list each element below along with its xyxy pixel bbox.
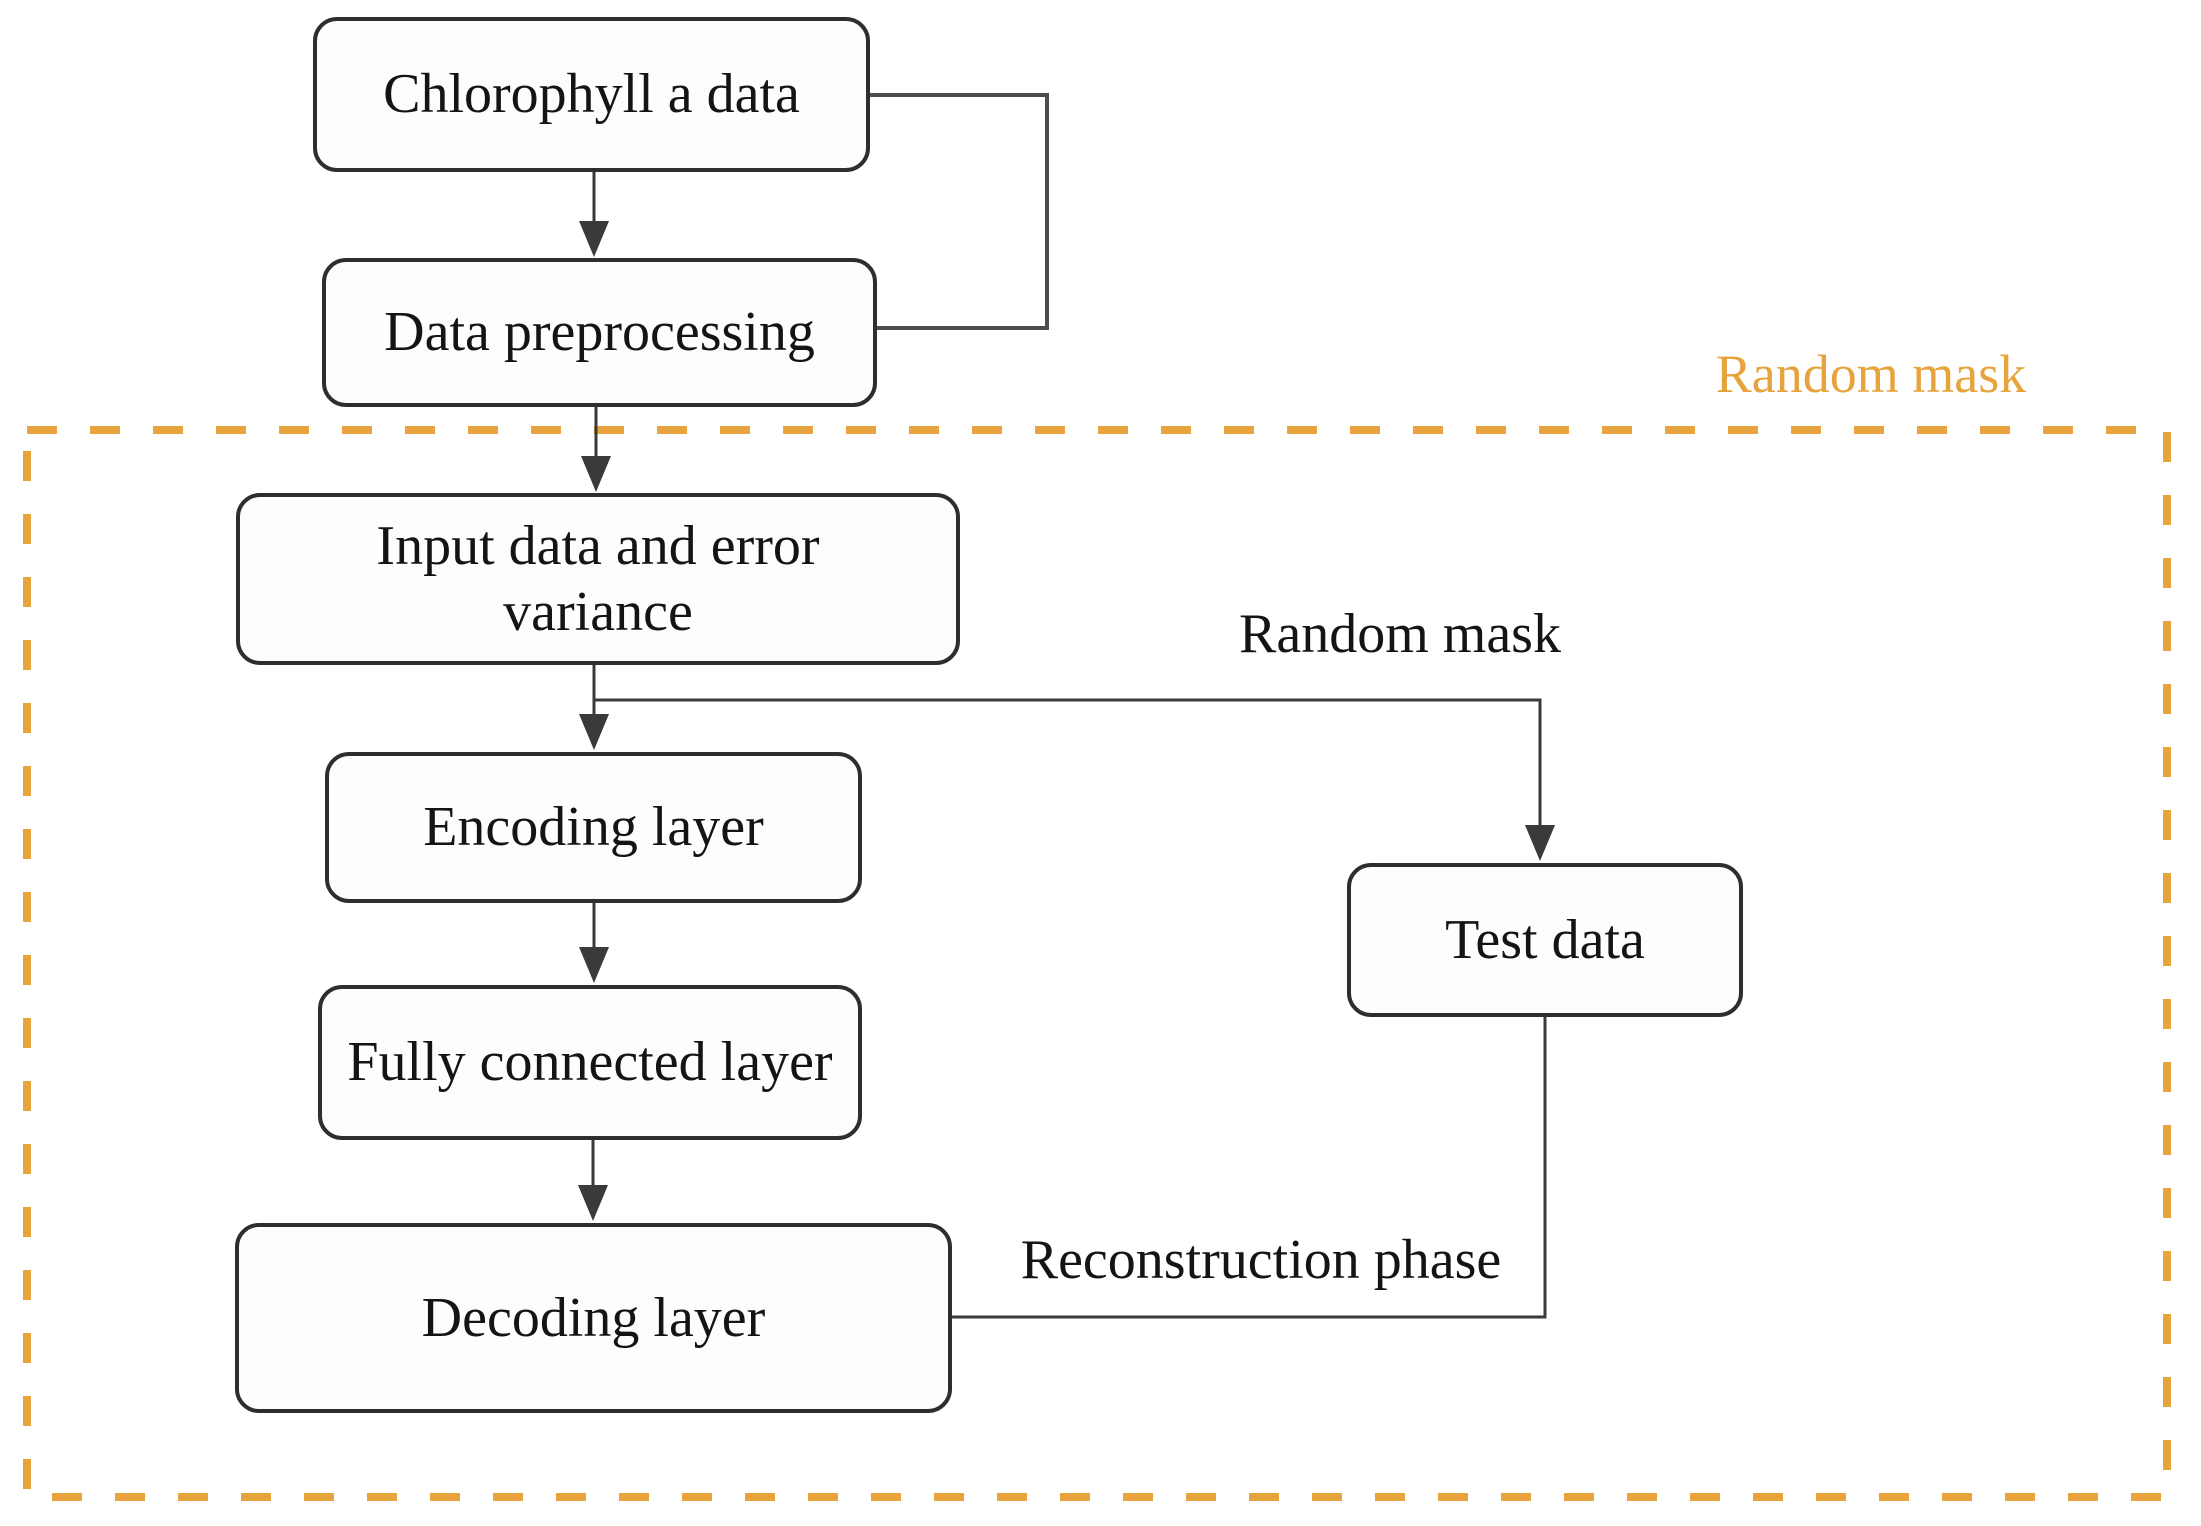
- arrowhead-encoding: [579, 714, 609, 750]
- random-mask-edge-label: Random mask: [1239, 603, 1561, 665]
- connector-chlorophyll-loop: [870, 93, 1049, 330]
- connector-randommask-testdata: [594, 698, 1542, 828]
- node-data-preprocessing: Data preprocessing: [322, 258, 877, 407]
- node-label: Input data and error variance: [376, 514, 820, 643]
- arrowhead-fully: [579, 947, 609, 983]
- node-label: Encoding layer: [423, 796, 764, 859]
- node-encoding-layer: Encoding layer: [325, 752, 862, 903]
- connector-reconstruction-phase: [952, 1017, 1547, 1319]
- node-test-data: Test data: [1347, 863, 1743, 1017]
- arrowhead-decoding: [578, 1185, 608, 1221]
- random-mask-region-label: Random mask: [1715, 344, 2027, 404]
- node-input-data-and-error-variance: Input data and error variance: [236, 493, 960, 665]
- node-label: Test data: [1445, 908, 1645, 971]
- node-label: Fully connected layer: [347, 1031, 833, 1094]
- node-decoding-layer: Decoding layer: [235, 1223, 952, 1413]
- node-label: Chlorophyll a data: [383, 63, 800, 126]
- arrowhead-testdata: [1525, 825, 1555, 861]
- node-label: Data preprocessing: [384, 301, 815, 364]
- node-label: Decoding layer: [421, 1286, 766, 1349]
- reconstruction-phase-edge-label: Reconstruction phase: [1020, 1229, 1502, 1291]
- arrowhead-input: [581, 456, 611, 492]
- random-mask-region-border: [23, 426, 2171, 1501]
- node-chlorophyll-a-data: Chlorophyll a data: [313, 17, 870, 172]
- node-fully-connected-layer: Fully connected layer: [318, 985, 862, 1140]
- arrowhead-preprocessing: [579, 221, 609, 257]
